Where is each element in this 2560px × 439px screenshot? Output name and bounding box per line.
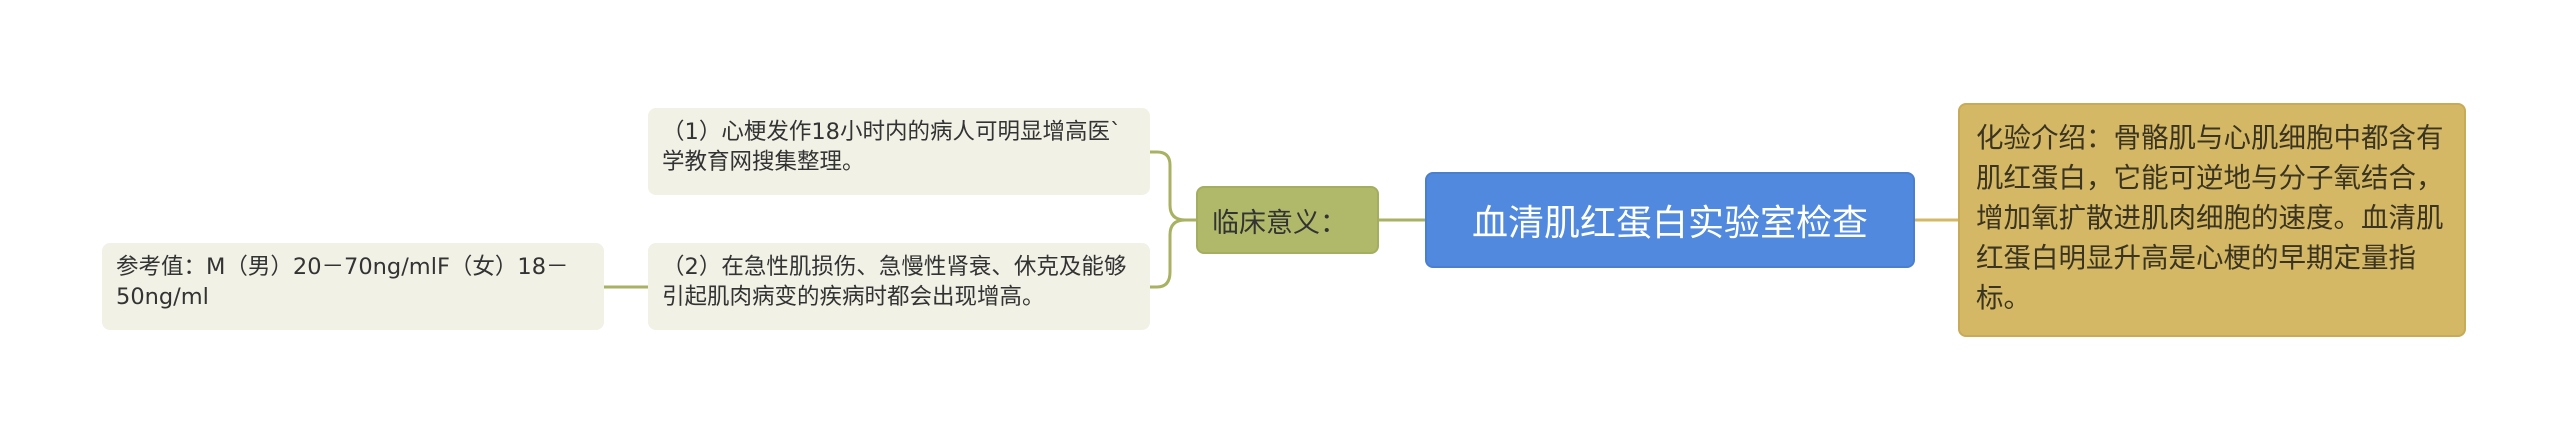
intro-text: 化验介绍：骨骼肌与心肌细胞中都含有肌红蛋白，它能可逆地与分子氧结合，增加氧扩散进… bbox=[1976, 122, 2444, 314]
central-topic-node[interactable]: 血清肌红蛋白实验室检查 bbox=[1425, 172, 1915, 268]
reference-value-node[interactable]: 参考值：M（男）20－70ng/mlF（女）18－50ng/ml bbox=[102, 243, 604, 330]
central-topic-text: 血清肌红蛋白实验室检查 bbox=[1471, 203, 1868, 244]
reference-value-text: 参考值：M（男）20－70ng/mlF（女）18－50ng/ml bbox=[116, 254, 569, 310]
clinical-significance-label: 临床意义： bbox=[1212, 207, 1347, 239]
connector-branch-leaf2 bbox=[1150, 218, 1186, 289]
intro-node[interactable]: 化验介绍：骨骼肌与心肌细胞中都含有肌红蛋白，它能可逆地与分子氧结合，增加氧扩散进… bbox=[1958, 103, 2466, 337]
significance-item-1-node[interactable]: （1）心梗发作18小时内的病人可明显增高医`学教育网搜集整理。 bbox=[648, 108, 1150, 195]
significance-item-2-text: （2）在急性肌损伤、急慢性肾衰、休克及能够引起肌肉病变的疾病时都会出现增高。 bbox=[662, 254, 1127, 310]
connector-branch-leaf1 bbox=[1150, 150, 1196, 222]
significance-item-2-node[interactable]: （2）在急性肌损伤、急慢性肾衰、休克及能够引起肌肉病变的疾病时都会出现增高。 bbox=[648, 243, 1150, 330]
clinical-significance-node[interactable]: 临床意义： bbox=[1196, 186, 1379, 254]
significance-item-1-text: （1）心梗发作18小时内的病人可明显增高医`学教育网搜集整理。 bbox=[662, 119, 1122, 175]
